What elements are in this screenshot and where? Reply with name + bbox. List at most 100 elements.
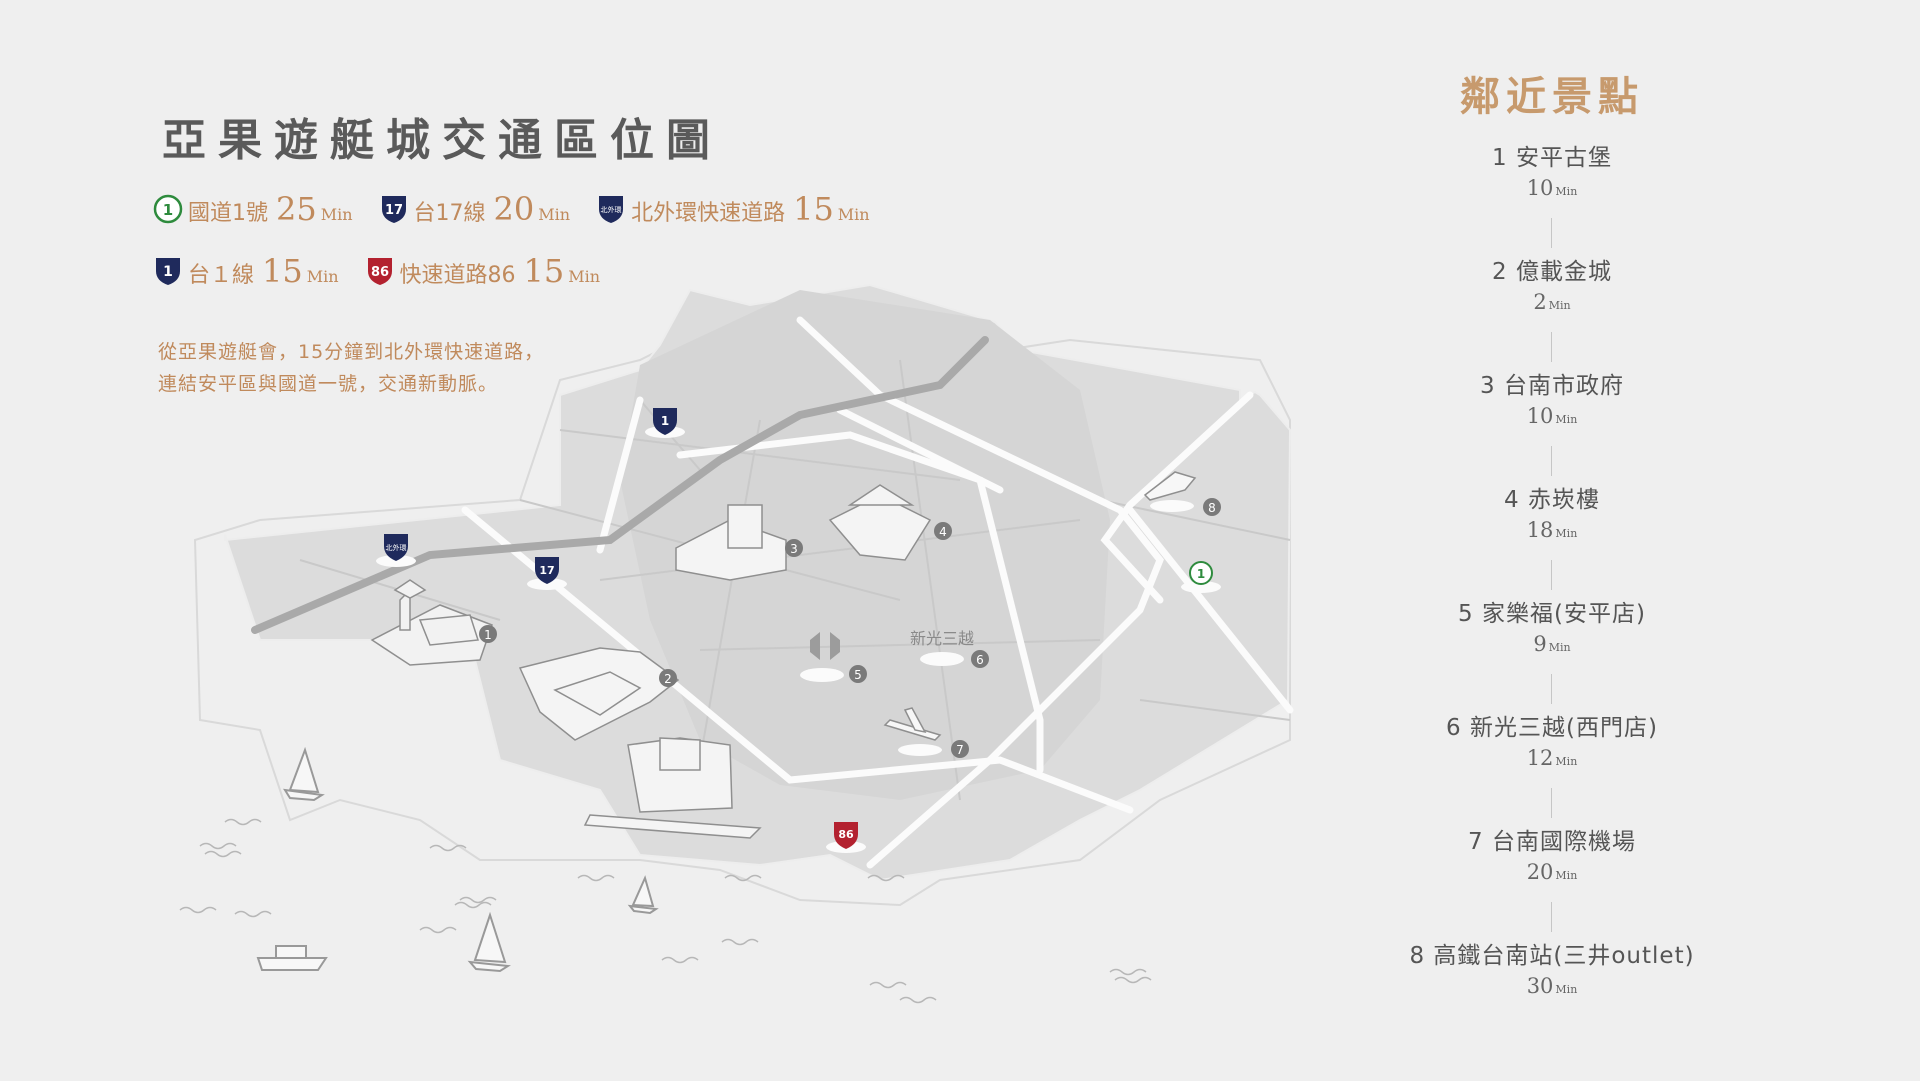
sea-waves <box>179 818 1152 1004</box>
mitsukoshi-map-label: 新光三越 <box>910 629 974 648</box>
description: 從亞果遊艇會，15分鐘到北外環快速道路， 連結安平區與國道一號，交通新動脈。 <box>158 336 544 400</box>
map-shield-national-1: 1 <box>645 408 685 438</box>
map-shield-green-1: 1 <box>1181 561 1221 593</box>
national-highway-shield-icon: 1 <box>153 194 183 224</box>
description-line-2: 連結安平區與國道一號，交通新動脈。 <box>158 373 499 395</box>
marker-3-label: 3 <box>790 542 798 556</box>
svg-text:北外環: 北外環 <box>601 205 622 214</box>
golden-castle-landmark <box>518 647 680 741</box>
chihkan-tower-landmark <box>828 484 932 561</box>
provincial-highway-shield-icon: 17 <box>381 196 406 223</box>
spot-divider <box>1551 902 1552 932</box>
route-provincial-1: 1 台１線 15 Min <box>152 252 339 290</box>
sailboat-icon <box>467 911 511 973</box>
marker-8-label: 8 <box>1208 501 1216 515</box>
svg-text:1: 1 <box>661 414 669 428</box>
hsr-train-icon <box>1143 471 1197 512</box>
marker-7-label: 7 <box>956 743 964 757</box>
marker-7[interactable]: 7 <box>951 740 969 758</box>
map-shield-17: 17 <box>527 557 567 590</box>
spot-name: 2 億載金城 <box>1492 259 1612 285</box>
carrefour-landmark <box>800 632 844 682</box>
route-national-1: 1 國道1號 25 Min <box>152 190 353 228</box>
spot-name: 4 赤崁樓 <box>1504 487 1600 513</box>
marker-1-label: 1 <box>484 628 492 642</box>
expressway-shield-icon: 北外環 <box>599 196 624 223</box>
spot-divider <box>1551 446 1552 476</box>
sailboat-icon <box>627 875 659 915</box>
route-name: 國道1號 <box>188 201 268 226</box>
map-shield-north-ring: 北外環 <box>376 534 416 567</box>
route-name: 快速道路86 <box>399 263 516 288</box>
marker-2[interactable]: 2 <box>659 669 677 687</box>
spot-divider <box>1551 332 1552 362</box>
spot-name: 8 高鐵台南站(三井outlet) <box>1409 943 1695 969</box>
spot-divider <box>1551 218 1552 248</box>
svg-text:86: 86 <box>371 265 389 280</box>
route-minutes: 15 <box>793 190 834 228</box>
route-name: 台17線 <box>413 201 486 226</box>
sailboat-icon <box>283 746 325 802</box>
route-minutes: 15 <box>523 252 565 290</box>
svg-text:1: 1 <box>1197 567 1205 581</box>
svg-text:1: 1 <box>163 264 173 280</box>
svg-text:86: 86 <box>838 828 854 841</box>
route-minutes: 20 <box>493 190 535 228</box>
marker-5-label: 5 <box>854 668 862 682</box>
route-name: 台１線 <box>188 263 255 288</box>
spot-name: 7 台南國際機場 <box>1468 829 1636 855</box>
spot-divider <box>1551 788 1552 818</box>
route-minutes: 15 <box>262 252 303 290</box>
spot-name: 6 新光三越(西門店) <box>1446 715 1658 741</box>
marker-4[interactable]: 4 <box>934 522 952 540</box>
route-expressway-86: 86 快速道路86 15 Min <box>364 252 601 290</box>
route-north-ring: 北外環 北外環快速道路 15 Min <box>595 190 870 228</box>
marker-4-label: 4 <box>939 525 947 539</box>
route-list-primary: 1 國道1號 25 Min 17 台17線 20 Min 北外環 北外環快速道路… <box>152 190 888 228</box>
expressway-86-shield-icon: 86 <box>367 258 392 285</box>
marker-6-label: 6 <box>976 653 984 667</box>
marker-8[interactable]: 8 <box>1203 498 1221 516</box>
route-unit: Min <box>306 267 339 286</box>
svg-text:1: 1 <box>163 201 173 219</box>
svg-text:17: 17 <box>539 564 554 577</box>
spot-divider <box>1551 674 1552 704</box>
provincial-highway-shield-icon: 1 <box>156 258 180 285</box>
route-minutes: 25 <box>276 190 317 228</box>
page-title: 亞果遊艇城交通區位圖 <box>162 115 722 166</box>
city-hall-landmark <box>675 504 787 581</box>
spot-name: 3 台南市政府 <box>1480 373 1624 399</box>
yacht-harbor-landmark <box>583 737 762 839</box>
ferry-icon <box>256 945 328 971</box>
spot-name: 5 家樂福(安平店) <box>1458 601 1646 627</box>
route-unit: Min <box>568 267 601 286</box>
marker-5[interactable]: 5 <box>849 665 867 683</box>
marker-6[interactable]: 6 <box>971 650 989 668</box>
marker-1[interactable]: 1 <box>479 625 497 643</box>
svg-text:北外環: 北外環 <box>386 543 407 552</box>
svg-text:17: 17 <box>384 203 402 218</box>
airplane-icon <box>883 707 942 756</box>
nearby-spots-title: 鄰近景點 <box>1460 73 1644 120</box>
route-name: 北外環快速道路 <box>631 201 786 226</box>
route-list-secondary: 1 台１線 15 Min 86 快速道路86 15 Min <box>152 252 618 290</box>
marker-3[interactable]: 3 <box>785 539 803 557</box>
